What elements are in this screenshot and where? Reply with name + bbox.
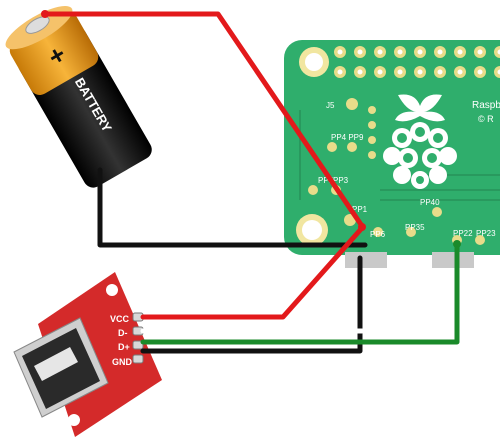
brand-label: Raspb xyxy=(472,100,500,111)
battery-terminal xyxy=(25,16,50,34)
gpio-hole xyxy=(417,49,423,55)
label-pp23: PP23 xyxy=(476,229,496,238)
gpio-hole xyxy=(497,49,500,55)
gpio-hole xyxy=(477,69,483,75)
gpio-header xyxy=(334,46,500,78)
pin-label-vcc: VCC xyxy=(110,314,130,324)
wire-black-battery xyxy=(97,167,368,248)
gpio-hole xyxy=(357,49,363,55)
gpio-hole xyxy=(377,49,383,55)
micro-usb-connector xyxy=(432,252,474,268)
label-j5: J5 xyxy=(326,101,335,110)
usb-breakout-board: VCC D- D+ GND xyxy=(13,272,162,437)
wires xyxy=(41,10,461,354)
gpio-hole xyxy=(457,49,463,55)
micro-usb-connector xyxy=(345,252,387,268)
label-pp4-pp9: PP4 PP9 xyxy=(331,133,364,142)
label-pp5: PP5 xyxy=(318,176,334,185)
label-pp1: PP1 xyxy=(352,205,368,214)
gpio-hole xyxy=(457,69,463,75)
gpio-hole xyxy=(417,69,423,75)
label-pp6: PP6 xyxy=(370,230,386,239)
gpio-hole xyxy=(377,69,383,75)
gpio-hole xyxy=(337,49,343,55)
gpio-hole xyxy=(497,69,500,75)
brand-sub-label: © R xyxy=(478,114,494,124)
gpio-hole xyxy=(437,69,443,75)
gpio-hole xyxy=(397,49,403,55)
pin-label-dplus: D+ xyxy=(118,342,130,352)
label-pp35: PP35 xyxy=(405,223,425,232)
wire-green-dplus xyxy=(140,243,460,345)
gpio-hole xyxy=(357,69,363,75)
gpio-hole xyxy=(477,49,483,55)
label-pp40: PP40 xyxy=(420,198,440,207)
gpio-hole xyxy=(437,49,443,55)
raspberry-logo xyxy=(383,94,457,189)
wire-red-battery xyxy=(42,11,365,229)
battery: + BATTERY xyxy=(5,5,152,188)
gpio-pad xyxy=(494,46,500,58)
wire-black-gnd xyxy=(140,255,363,354)
label-pp22: PP22 xyxy=(453,229,473,238)
pin-label-gnd: GND xyxy=(112,357,133,367)
wire-red-vcc xyxy=(140,225,365,320)
header-pins xyxy=(132,312,144,364)
raspberry-pi-board: Raspb © R J5 PP4 PP9 PP5 PP3 PP1 PP40 PP… xyxy=(284,40,500,268)
gpio-hole xyxy=(337,69,343,75)
gpio-hole xyxy=(397,69,403,75)
pin-label-dminus: D- xyxy=(118,328,128,338)
label-pp3: PP3 xyxy=(333,176,349,185)
gpio-pad xyxy=(494,66,500,78)
